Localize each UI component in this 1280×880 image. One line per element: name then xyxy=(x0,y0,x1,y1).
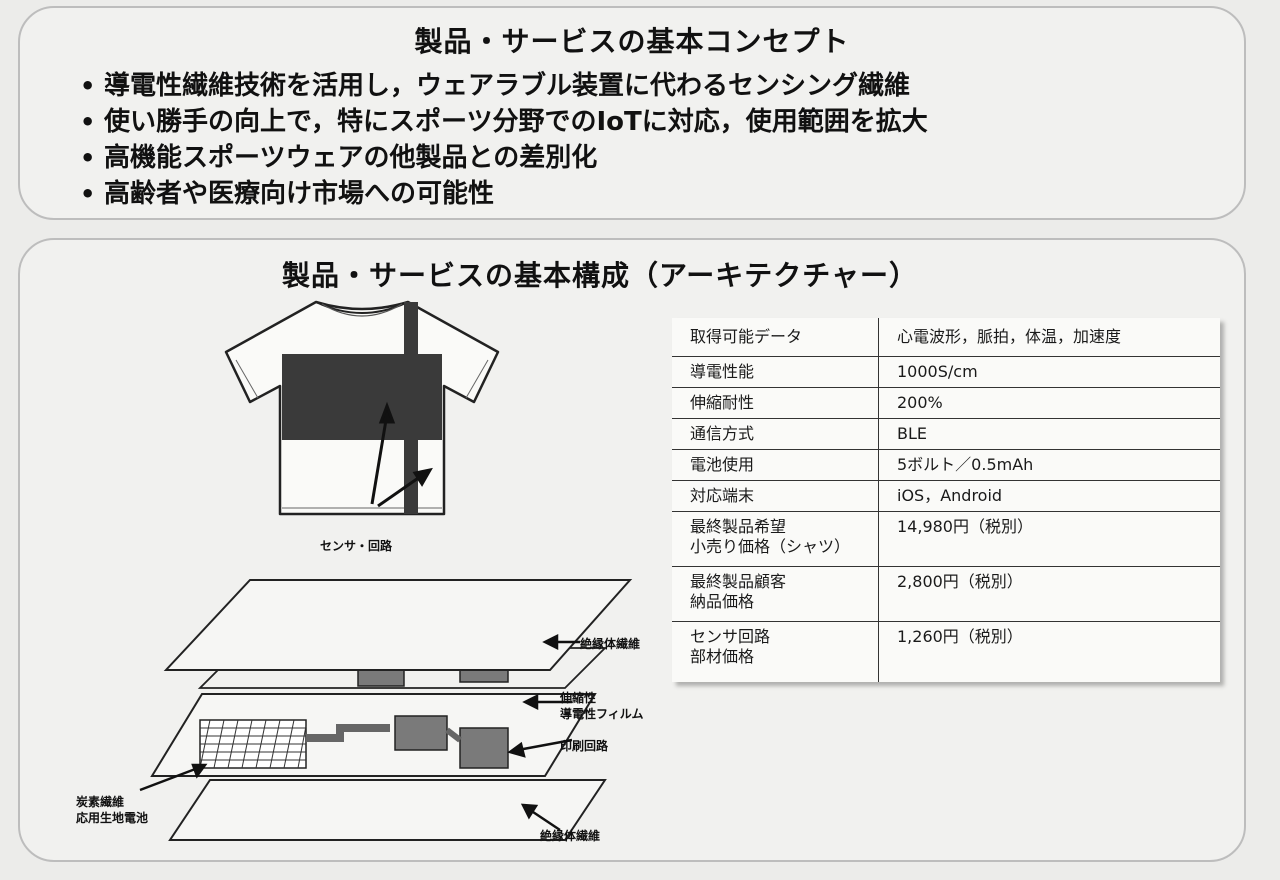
shirt-sensor-label: センサ・回路 xyxy=(320,539,393,553)
sensor-band xyxy=(282,354,442,440)
battery-label-1: 炭素繊維 xyxy=(76,795,125,809)
carbon-mesh xyxy=(199,719,307,769)
architecture-title: 製品・サービスの基本構成（アーキテクチャー） xyxy=(281,259,919,292)
spec-key-line: 最終製品顧客 xyxy=(690,572,787,591)
spec-key: 対応端末 xyxy=(672,480,879,512)
printed-circuit-layer xyxy=(150,693,597,777)
layer-diagram xyxy=(139,579,633,841)
spec-key-line: 納品価格 xyxy=(690,592,755,611)
bottom-insulation-layer xyxy=(168,779,607,841)
spec-row: 最終製品顧客 納品価格 2,800円（税別） xyxy=(672,566,1220,622)
concept-panel: 製品・サービスの基本コンセプト 導電性繊維技術を活用し，ウェアラブル装置に代わる… xyxy=(18,6,1246,220)
spec-key: 伸縮耐性 xyxy=(672,387,879,419)
spec-key-line: 部材価格 xyxy=(690,647,755,666)
spec-key: 電池使用 xyxy=(672,449,879,481)
battery-label-2: 応用生地電池 xyxy=(76,811,149,825)
top-insulation-label: 絶縁体繊維 xyxy=(580,637,641,651)
spec-key-line: 小売り価格（シャツ） xyxy=(690,537,851,556)
spec-row: センサ回路 部材価格 1,260円（税別） xyxy=(672,621,1220,682)
spec-row: 最終製品希望 小売り価格（シャツ） 14,980円（税別） xyxy=(672,511,1220,567)
spec-value: 5ボルト／0.5mAh xyxy=(878,449,1220,481)
spec-key: 最終製品顧客 納品価格 xyxy=(672,566,879,622)
concept-bullet-list: 導電性繊維技術を活用し，ウェアラブル装置に代わるセンシング繊維 使い勝手の向上で… xyxy=(80,68,928,212)
spec-key-line: 最終製品希望 xyxy=(690,517,787,536)
shirt-pointer-arrows xyxy=(370,401,433,508)
spec-key-line: センサ回路 xyxy=(690,627,771,646)
spec-row: 導電性能 1000S/cm xyxy=(672,356,1220,388)
stretch-film-label-1: 伸縮性 xyxy=(560,691,597,705)
printed-circuit-label: 印刷回路 xyxy=(560,739,609,753)
spec-value: 1,260円（税別） xyxy=(878,621,1220,682)
bottom-insulation-label: 絶縁体繊維 xyxy=(540,829,601,843)
spec-value: BLE xyxy=(878,418,1220,450)
spec-row: 通信方式 BLE xyxy=(672,418,1220,450)
spec-value: iOS，Android xyxy=(878,480,1220,512)
stretch-film-label-2: 導電性フィルム xyxy=(560,707,644,721)
spec-value: 200% xyxy=(878,387,1220,419)
spec-value: 1000S/cm xyxy=(878,356,1220,388)
spec-key: 取得可能データ xyxy=(672,318,879,357)
architecture-panel: 製品・サービスの基本構成（アーキテクチャー） センサ・回路 xyxy=(18,238,1246,862)
spec-table: 取得可能データ 心電波形，脈拍，体温，加速度 導電性能 1000S/cm 伸縮耐… xyxy=(672,318,1220,682)
top-insulation-layer xyxy=(163,579,633,671)
circuit-chip-1 xyxy=(394,715,448,751)
layer-pointer-arrows xyxy=(139,633,580,832)
spec-key: センサ回路 部材価格 xyxy=(672,621,879,682)
spec-key: 導電性能 xyxy=(672,356,879,388)
concept-bullet: 使い勝手の向上で，特にスポーツ分野でのIoTに対応，使用範囲を拡大 xyxy=(80,104,928,140)
spec-value: 14,980円（税別） xyxy=(878,511,1220,567)
concept-bullet: 高機能スポーツウェアの他製品との差別化 xyxy=(80,140,928,176)
concept-bullet: 導電性繊維技術を活用し，ウェアラブル装置に代わるセンシング繊維 xyxy=(80,68,928,104)
concept-title: 製品・サービスの基本コンセプト xyxy=(414,25,850,58)
spec-value: 2,800円（税別） xyxy=(878,566,1220,622)
spec-key: 通信方式 xyxy=(672,418,879,450)
spec-row: 対応端末 iOS，Android xyxy=(672,480,1220,512)
shirt-illustration xyxy=(224,300,500,516)
spec-row: 電池使用 5ボルト／0.5mAh xyxy=(672,449,1220,481)
circuit-chip-2 xyxy=(459,727,509,769)
spec-row: 取得可能データ 心電波形，脈拍，体温，加速度 xyxy=(672,318,1220,357)
spec-value: 心電波形，脈拍，体温，加速度 xyxy=(897,327,1122,346)
concept-bullet: 高齢者や医療向け市場への可能性 xyxy=(80,176,928,212)
spec-row: 伸縮耐性 200% xyxy=(672,387,1220,419)
spec-key: 最終製品希望 小売り価格（シャツ） xyxy=(672,511,879,567)
